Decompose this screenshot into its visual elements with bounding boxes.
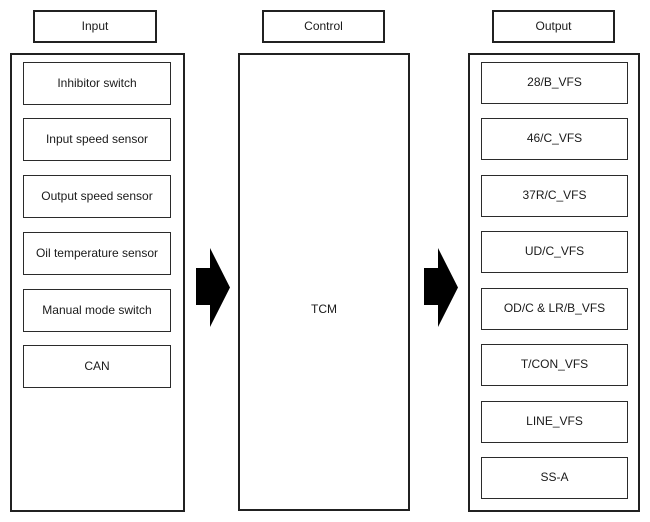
arrow-shape (196, 248, 230, 327)
output-item-box: SS-A (481, 457, 628, 499)
input-item-box: Input speed sensor (23, 118, 171, 161)
control-column-header: Control (262, 10, 385, 43)
output-item-box: OD/C & LR/B_VFS (481, 288, 628, 330)
control-to-output-arrow-icon (424, 248, 458, 327)
output-group-box: 28/B_VFS 46/C_VFS 37R/C_VFS UD/C_VFS OD/… (468, 53, 640, 512)
output-item-box: 28/B_VFS (481, 62, 628, 104)
input-item-box: Inhibitor switch (23, 62, 171, 105)
input-item-box: Output speed sensor (23, 175, 171, 218)
output-item-box: LINE_VFS (481, 401, 628, 443)
output-item-box: 37R/C_VFS (481, 175, 628, 217)
input-column-header: Input (33, 10, 157, 43)
arrow-shape (424, 248, 458, 327)
output-item-box: UD/C_VFS (481, 231, 628, 273)
tcm-label: TCM (311, 302, 337, 316)
output-column-header: Output (492, 10, 615, 43)
input-item-box: Manual mode switch (23, 289, 171, 332)
input-item-box: Oil temperature sensor (23, 232, 171, 275)
input-to-control-arrow-icon (196, 248, 230, 327)
input-group-box: Inhibitor switch Input speed sensor Outp… (10, 53, 185, 512)
control-group-box: TCM (238, 53, 410, 511)
output-item-box: T/CON_VFS (481, 344, 628, 386)
input-item-box: CAN (23, 345, 171, 388)
output-item-box: 46/C_VFS (481, 118, 628, 160)
